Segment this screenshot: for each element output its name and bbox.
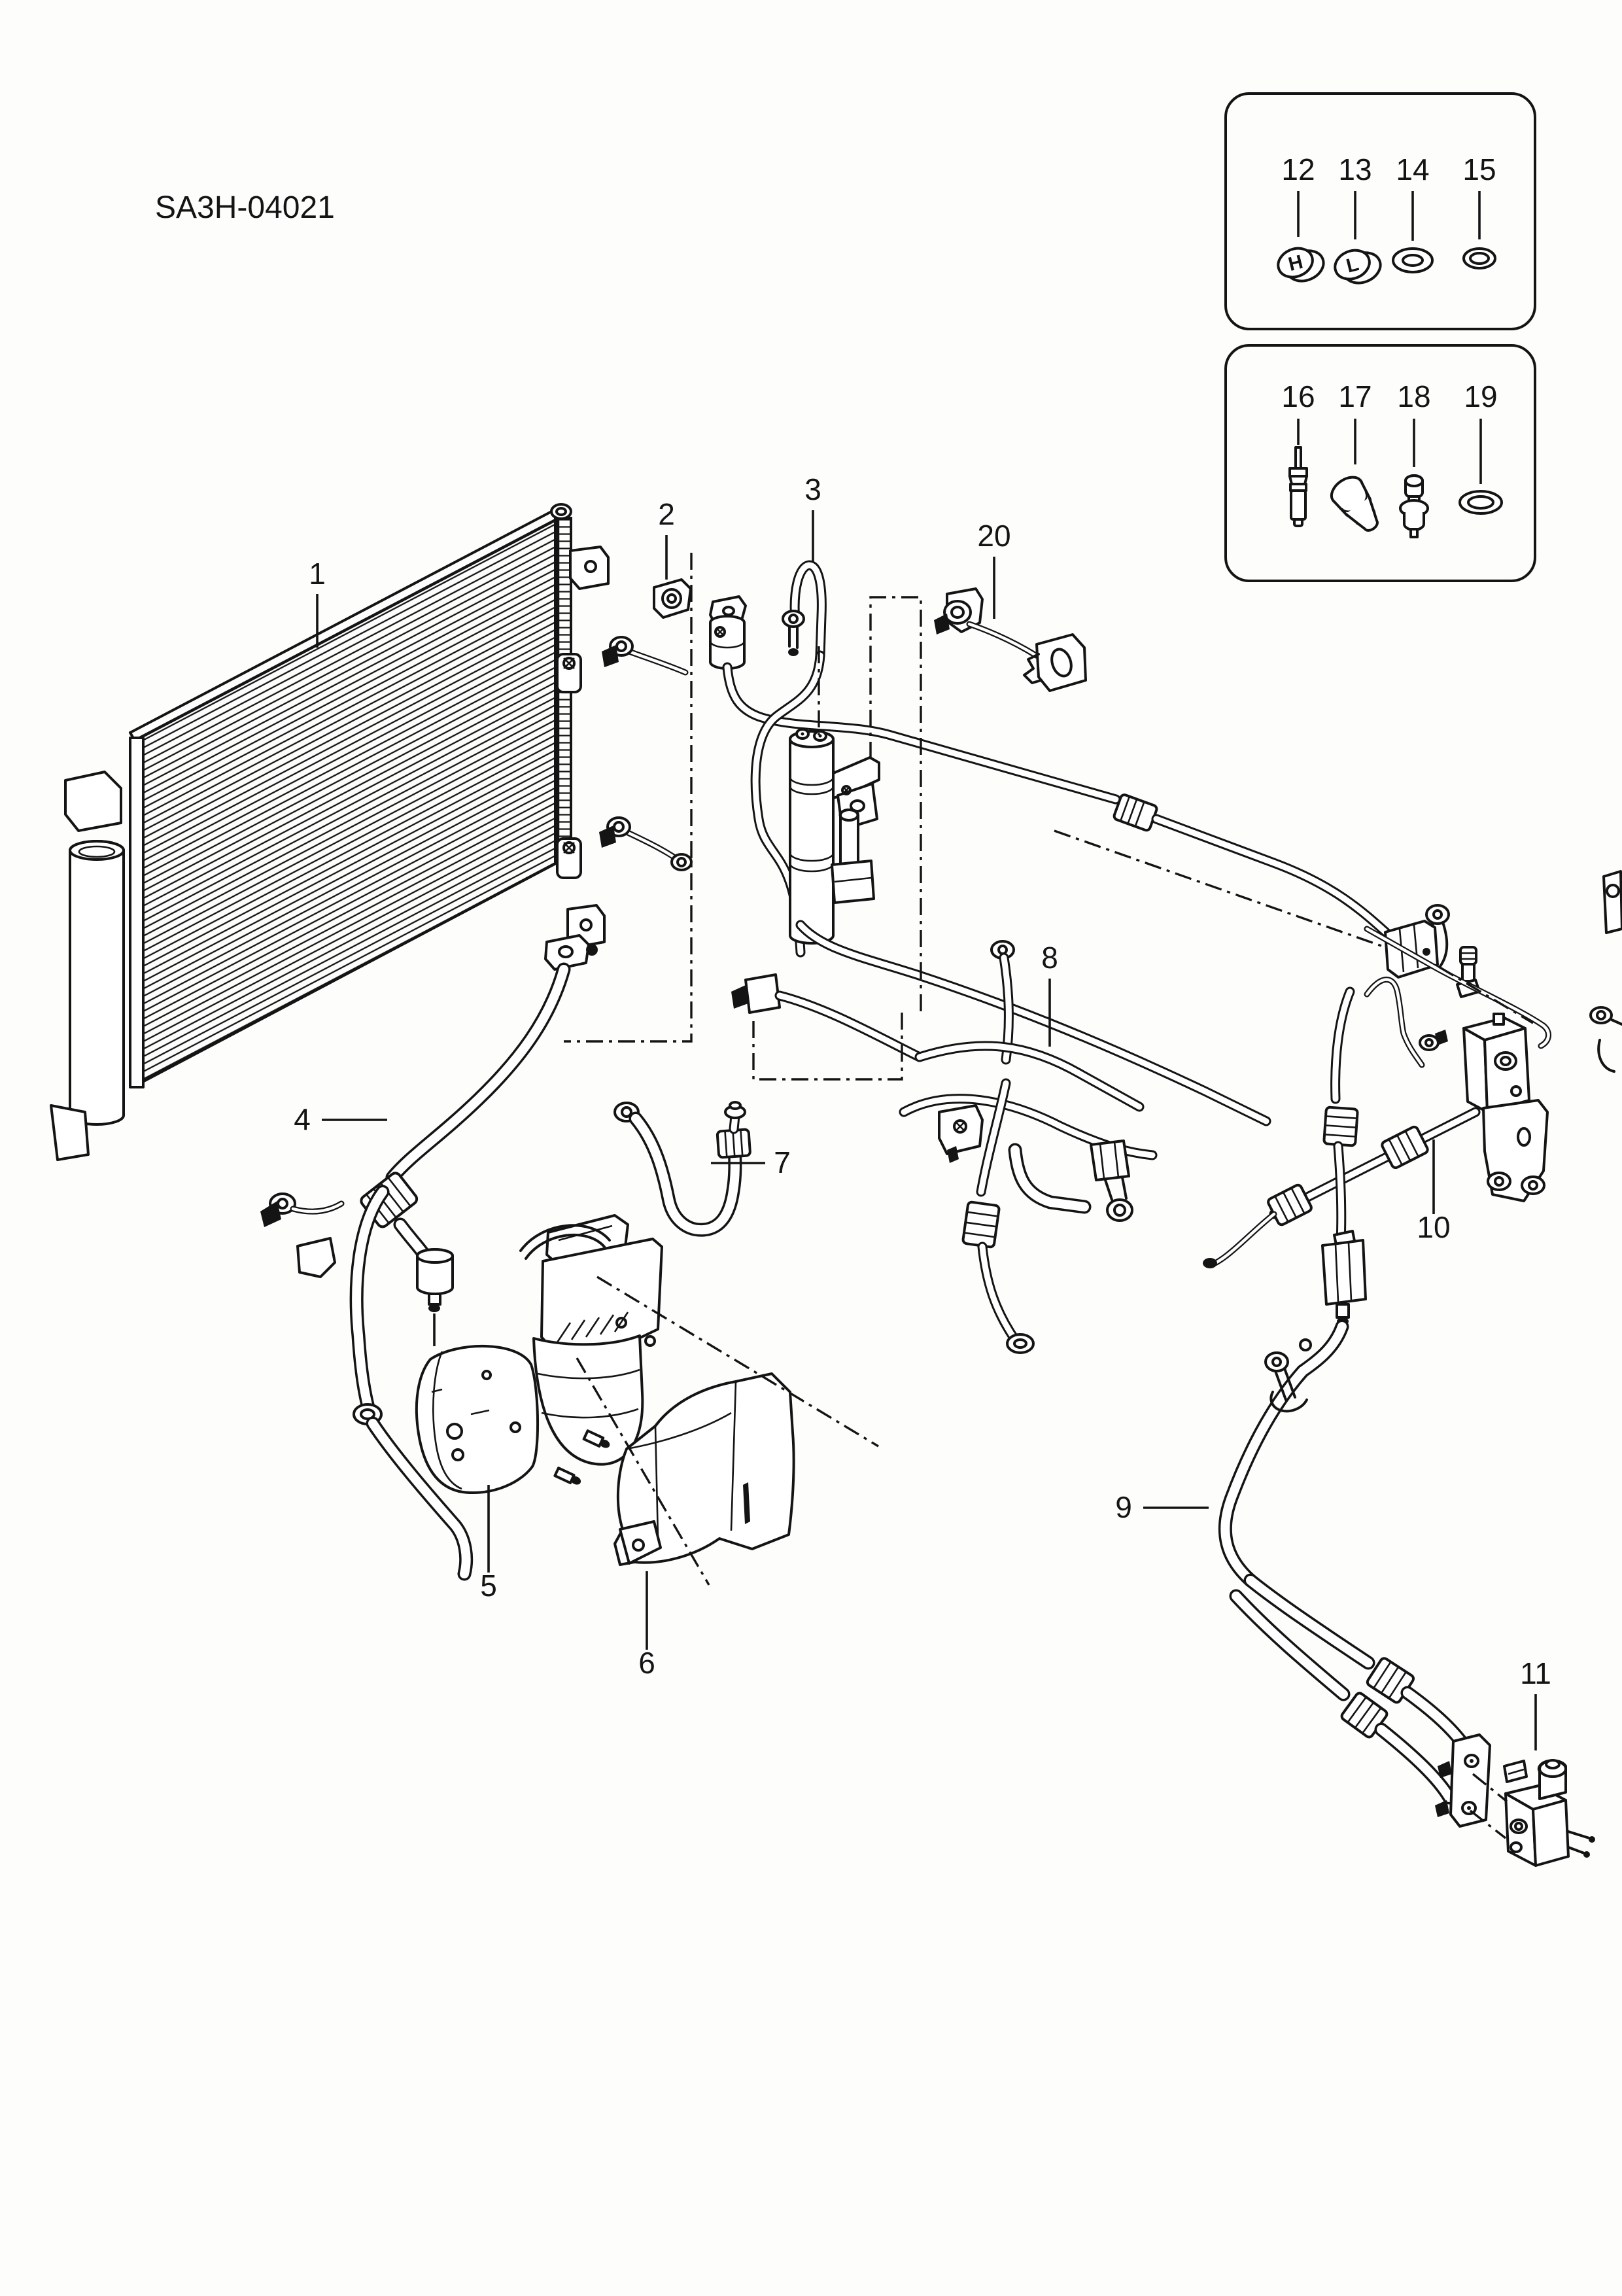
kit-label-17: 17 (1338, 379, 1372, 413)
expansion-block (1462, 1013, 1530, 1113)
discharge-hose-7 (613, 1101, 751, 1237)
part-label-20: 20 (977, 519, 1010, 553)
part-label-1: 1 (309, 557, 326, 591)
part-label-8: 8 (1041, 941, 1058, 975)
hose-assembly-9 (1218, 986, 1491, 1828)
condenser (50, 503, 693, 1161)
part-label-9: 9 (1115, 1490, 1132, 1524)
kit-label-16: 16 (1281, 379, 1315, 413)
part-label-10: 10 (1417, 1210, 1450, 1244)
expansion-valve-11 (1503, 1759, 1595, 1867)
liquid-pipe-10 (1203, 870, 1622, 1268)
o-ring-small-icon (1462, 247, 1496, 270)
kit-box-caps-orings: 12 H 13 L 14 15 (1224, 92, 1536, 330)
pressure-switch-icon (1330, 476, 1379, 532)
part-label-7: 7 (774, 1145, 791, 1179)
phantom-lines (564, 553, 1534, 1839)
charge-valve-icon (1399, 474, 1429, 538)
kit-label-18: 18 (1397, 379, 1430, 413)
part-labels: 1 2 3 4 5 6 7 8 9 10 11 20 (294, 472, 1551, 1750)
part-label-11: 11 (1520, 1656, 1551, 1690)
pipe-fitting-clamp (709, 595, 747, 670)
pipe-bracket (1482, 1099, 1549, 1202)
suction-port-elbow (416, 1248, 454, 1346)
kit-label-19: 19 (1464, 379, 1497, 413)
bracket-20 (934, 587, 1087, 692)
part-label-6: 6 (638, 1646, 655, 1680)
pipe-assembly-8 (731, 940, 1158, 1354)
condenser-receiver-tank (50, 771, 125, 1161)
diagram-code: SA3H-04021 (155, 190, 335, 225)
drier-outlet-pipe (795, 920, 1271, 1126)
mount-bracket-2 (653, 578, 692, 619)
compressor-cover-6 (613, 1372, 795, 1566)
pipe-assembly-3 (750, 560, 827, 958)
kit-label-15: 15 (1462, 152, 1496, 186)
high-pressure-cap-icon: H (1277, 247, 1325, 283)
kit-label-12: 12 (1281, 152, 1315, 186)
kit-box-valves: 16 17 18 (1224, 344, 1536, 582)
kit-label-14: 14 (1396, 152, 1429, 186)
condenser-brackets (556, 546, 693, 948)
suction-hose-4 (260, 934, 598, 1581)
compressor-5 (415, 1214, 663, 1495)
receiver-drier (789, 728, 880, 945)
kit-box-2-frame (1224, 344, 1536, 582)
kit-box-1-frame (1224, 92, 1536, 330)
kit-label-13: 13 (1338, 152, 1372, 186)
low-pressure-cap-icon: L (1334, 249, 1382, 285)
part-label-3: 3 (804, 472, 821, 506)
part-label-4: 4 (294, 1102, 311, 1136)
part-label-2: 2 (658, 497, 675, 531)
valve-core-icon (1288, 446, 1308, 527)
o-ring-large-icon (1458, 490, 1503, 515)
part-label-5: 5 (480, 1569, 497, 1603)
sealing-washer-icon (1392, 247, 1434, 273)
